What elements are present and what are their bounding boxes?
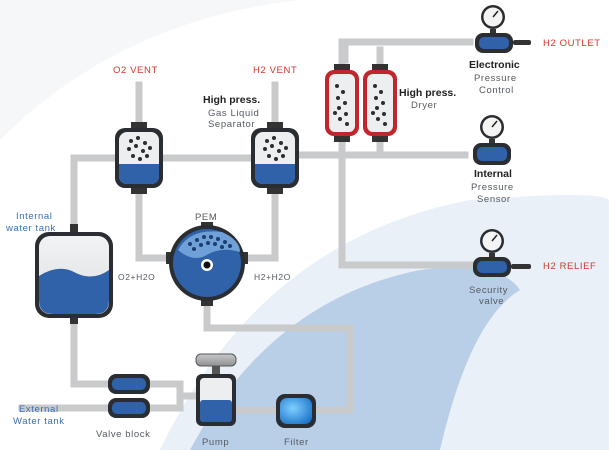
h2-separator (251, 122, 299, 194)
electronic-sub1: Pressure (474, 73, 517, 84)
o2-h2o-label: O2+H2O (118, 272, 156, 282)
external-tank-label1: External (19, 404, 59, 415)
internal-sensor-sub1: Pressure (471, 182, 514, 193)
separator-title: High press. (203, 94, 261, 106)
dryer-title: High press. (399, 87, 457, 99)
electronic-title: Electronic (469, 59, 520, 71)
h2-relief-label: H2 RELIEF (543, 261, 597, 272)
h2-h2o-label: H2+H2O (254, 272, 291, 282)
electronic-sub2: Control (479, 85, 514, 96)
h2-outlet-label: H2 OUTLET (543, 38, 601, 49)
dryer-sub: Dryer (411, 100, 438, 111)
filter-label: Filter (284, 437, 309, 448)
internal-sensor-sub2: Sensor (477, 194, 511, 205)
security-valve-sub1: Security (469, 285, 509, 296)
gauge-internal (473, 115, 511, 165)
internal-sensor-title: Internal (474, 168, 512, 180)
valve-block (108, 374, 150, 418)
internal-water-tank (35, 224, 113, 324)
separator-sub1: Gas Liquid (208, 108, 260, 119)
pem-label: PEM (195, 212, 218, 223)
gauge-security (473, 229, 531, 277)
internal-tank-label1: Internal (16, 211, 53, 222)
dryer-right (363, 64, 397, 142)
gauge-electronic (475, 5, 531, 53)
o2-vent-label: O2 VENT (113, 65, 158, 76)
security-valve-sub2: valve (479, 296, 505, 307)
valve-block-label: Valve block (96, 429, 151, 440)
internal-tank-label2: water tank (6, 223, 56, 234)
filter (276, 394, 316, 428)
external-tank-label2: Water tank (13, 416, 65, 427)
o2-separator (115, 122, 163, 194)
pump-label: Pump (202, 437, 230, 448)
pump (195, 353, 237, 426)
h2-vent-label: H2 VENT (253, 65, 298, 76)
separator-sub2: Separator (208, 119, 256, 130)
dryer-left (325, 64, 359, 142)
pem-cell (166, 222, 248, 306)
